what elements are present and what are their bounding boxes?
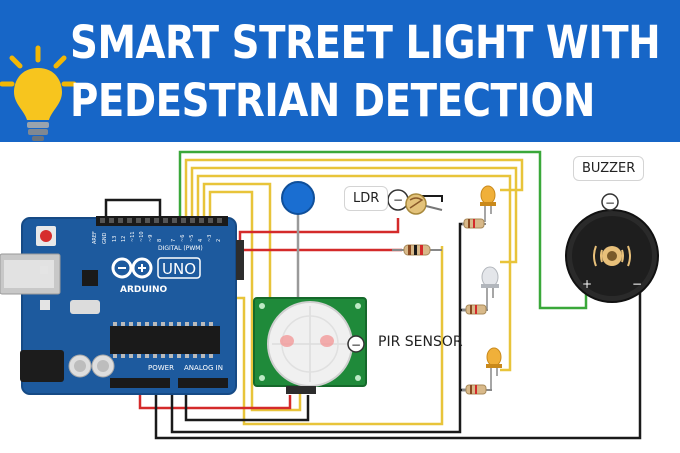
svg-text:8: 8	[157, 239, 163, 242]
svg-text:~10: ~10	[139, 231, 145, 242]
svg-text:~6: ~6	[180, 235, 186, 242]
wire-black-6	[184, 386, 310, 422]
led-3	[486, 347, 502, 390]
resistor-led-3	[462, 384, 492, 395]
pir-sensor: −	[253, 297, 367, 394]
board-model: UNO	[162, 260, 196, 278]
svg-text:~5: ~5	[189, 235, 195, 242]
svg-text:2: 2	[216, 239, 222, 242]
page-title-line-1: SMART STREET LIGHT WITH	[70, 16, 661, 69]
blue-sensor	[281, 181, 315, 215]
buzzer-plus-symbol: +	[582, 277, 592, 291]
wire-green	[178, 150, 588, 310]
analog-header-label: ANALOG IN	[184, 364, 223, 372]
wire-yellow-3	[196, 174, 512, 372]
wire-red-1	[238, 218, 400, 246]
resistor-ldr	[392, 244, 442, 256]
wire-black-2	[154, 290, 642, 440]
wire-yellow-5	[208, 190, 302, 412]
svg-text:~11: ~11	[130, 231, 136, 242]
title-banner	[0, 0, 680, 142]
led-2	[481, 266, 499, 310]
led-1	[480, 185, 496, 222]
buzzer-minus-symbol: −	[632, 277, 642, 291]
wire-yellow-6	[236, 246, 444, 426]
svg-text:12: 12	[121, 236, 127, 242]
svg-text:AREF: AREF	[92, 231, 98, 244]
svg-text:~9: ~9	[148, 235, 154, 242]
wire-red-3	[230, 248, 402, 272]
svg-text:7: 7	[171, 239, 177, 242]
light-bulb-icon	[0, 45, 77, 141]
svg-text:~3: ~3	[207, 235, 213, 242]
arduino-uno-board: AREF GND 13 12 ~11 ~10 ~9 8 7 ~6 ~5 4 ~3…	[0, 216, 244, 395]
svg-text:GND: GND	[102, 232, 108, 244]
wire-yellow-1	[184, 158, 524, 220]
buzzer: + − −	[565, 193, 659, 303]
svg-text:4: 4	[198, 239, 204, 242]
wire-yellow-4	[202, 182, 272, 300]
pir-minus-symbol: −	[351, 338, 361, 352]
arduino-logo-icon	[111, 257, 153, 279]
buzzer-label: BUZZER	[573, 156, 645, 181]
power-header-label: POWER	[148, 364, 174, 372]
circuit-diagram: AREF GND 13 12 ~11 ~10 ~9 8 7 ~6 ~5 4 ~3…	[0, 150, 659, 440]
wire-red-2	[138, 386, 292, 410]
page-title-line-2: PEDESTRIAN DETECTION	[70, 74, 595, 127]
buzzer-top-minus-symbol: −	[605, 196, 615, 210]
resistor-led-2	[462, 304, 488, 315]
wire-black-1	[104, 198, 162, 220]
svg-text:13: 13	[112, 236, 118, 242]
board-brand: ARDUINO	[120, 285, 168, 295]
digital-header-label: DIGITAL (PWM)	[158, 245, 203, 252]
ldr-label: LDR	[344, 186, 389, 211]
resistor-led-1	[462, 218, 486, 229]
wire-black-7	[418, 195, 443, 202]
pir-sensor-label: PIR SENSOR	[378, 334, 463, 350]
ldr-component: −	[387, 189, 443, 215]
ldr-minus-symbol: −	[393, 193, 403, 207]
